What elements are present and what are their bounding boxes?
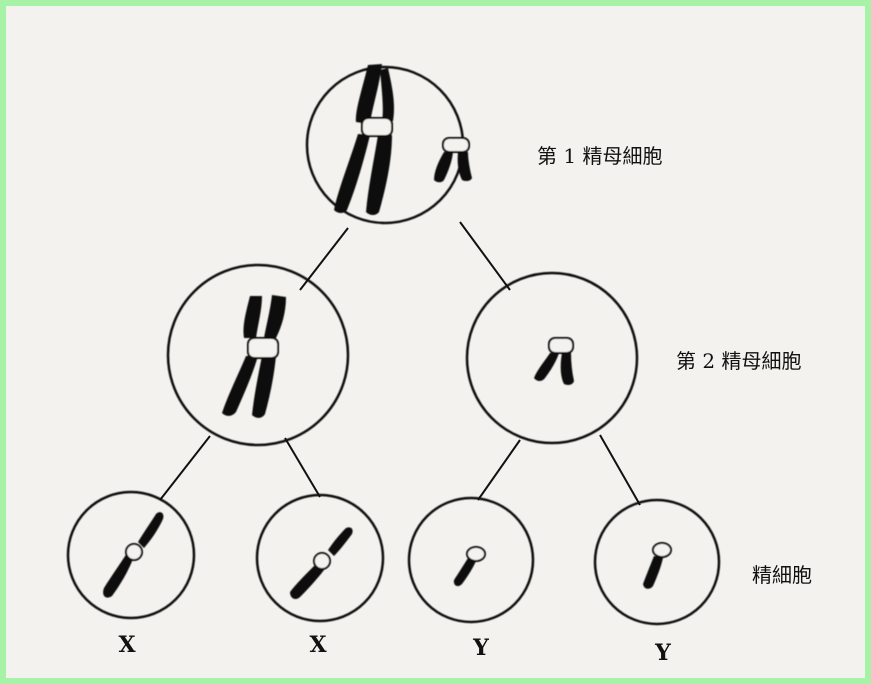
centromere: [466, 546, 486, 562]
primary-spermatocyte-cell: [305, 64, 472, 225]
label-spermatid: 精細胞: [752, 563, 812, 587]
x-chromosome-duplicated: [222, 295, 286, 418]
centromere: [548, 337, 574, 354]
sex-chromosome-label-1: X: [118, 632, 136, 658]
line-secondary-right-to-spermatid-3: [477, 439, 521, 501]
cell-membrane: [166, 263, 350, 447]
centromere: [652, 542, 672, 558]
cell-membrane: [465, 271, 639, 445]
line-secondary-left-to-spermatid-1: [159, 435, 211, 501]
line-secondary-left-to-spermatid-2: [284, 437, 321, 498]
secondary-spermatocyte-x-cell: [166, 263, 350, 447]
secondary-spermatocyte-y-cell: [465, 271, 639, 445]
cell-membrane: [407, 496, 535, 624]
y-chromosome-single: [453, 546, 486, 587]
sex-chromosome-label-3: Y: [472, 635, 489, 661]
spermatid-cell-1: [66, 490, 196, 620]
centromere: [442, 137, 470, 153]
centromere: [361, 117, 393, 137]
centromere: [125, 543, 143, 561]
label-primary-spermatocyte: 第 1 精母細胞: [537, 144, 662, 168]
y-chromosome-duplicated: [434, 137, 472, 183]
x-chromosome-duplicated: [334, 64, 395, 215]
cell-membrane: [593, 498, 721, 626]
x-chromosome-single: [103, 512, 164, 598]
spermatid-cell-4: [593, 498, 721, 626]
label-secondary-spermatocyte: 第 2 精母細胞: [676, 349, 801, 373]
y-chromosome-duplicated: [534, 337, 574, 385]
cell-membrane: [255, 493, 385, 623]
spermatid-cell-3: [407, 496, 535, 624]
sex-chromosome-label-2: X: [309, 632, 327, 658]
centromere: [313, 552, 331, 570]
x-chromosome-single: [290, 527, 353, 600]
line-secondary-right-to-spermatid-4: [599, 434, 641, 506]
y-chromosome-single: [643, 542, 672, 589]
spermatid-cell-2: [255, 493, 385, 623]
centromere: [247, 337, 279, 359]
sex-chromosome-label-4: Y: [654, 640, 671, 666]
line-primary-to-secondary-right: [459, 221, 511, 291]
cell-membrane: [66, 490, 196, 620]
